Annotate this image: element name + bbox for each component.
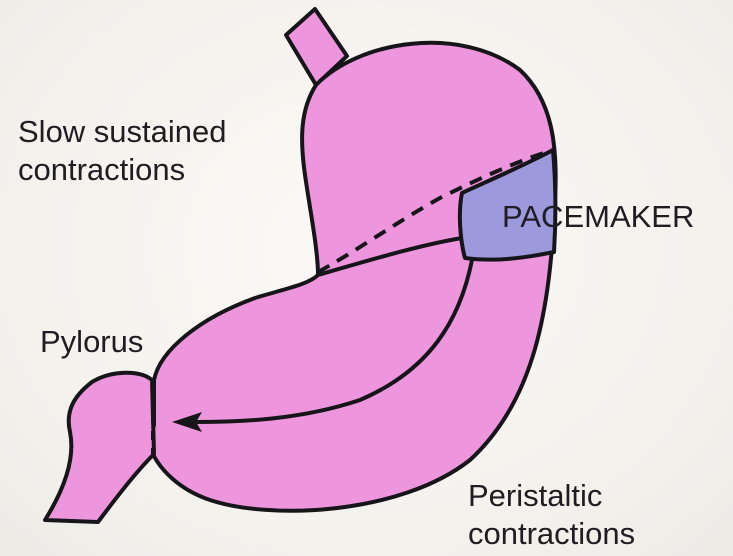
pacemaker-label: PACEMAKER [502,198,694,236]
pyloric-segment [45,373,154,522]
peristaltic-contractions-label: Peristaltic contractions [468,477,635,553]
pylorus-label: Pylorus [40,323,143,361]
slow-sustained-contractions-label: Slow sustained contractions [18,113,227,189]
